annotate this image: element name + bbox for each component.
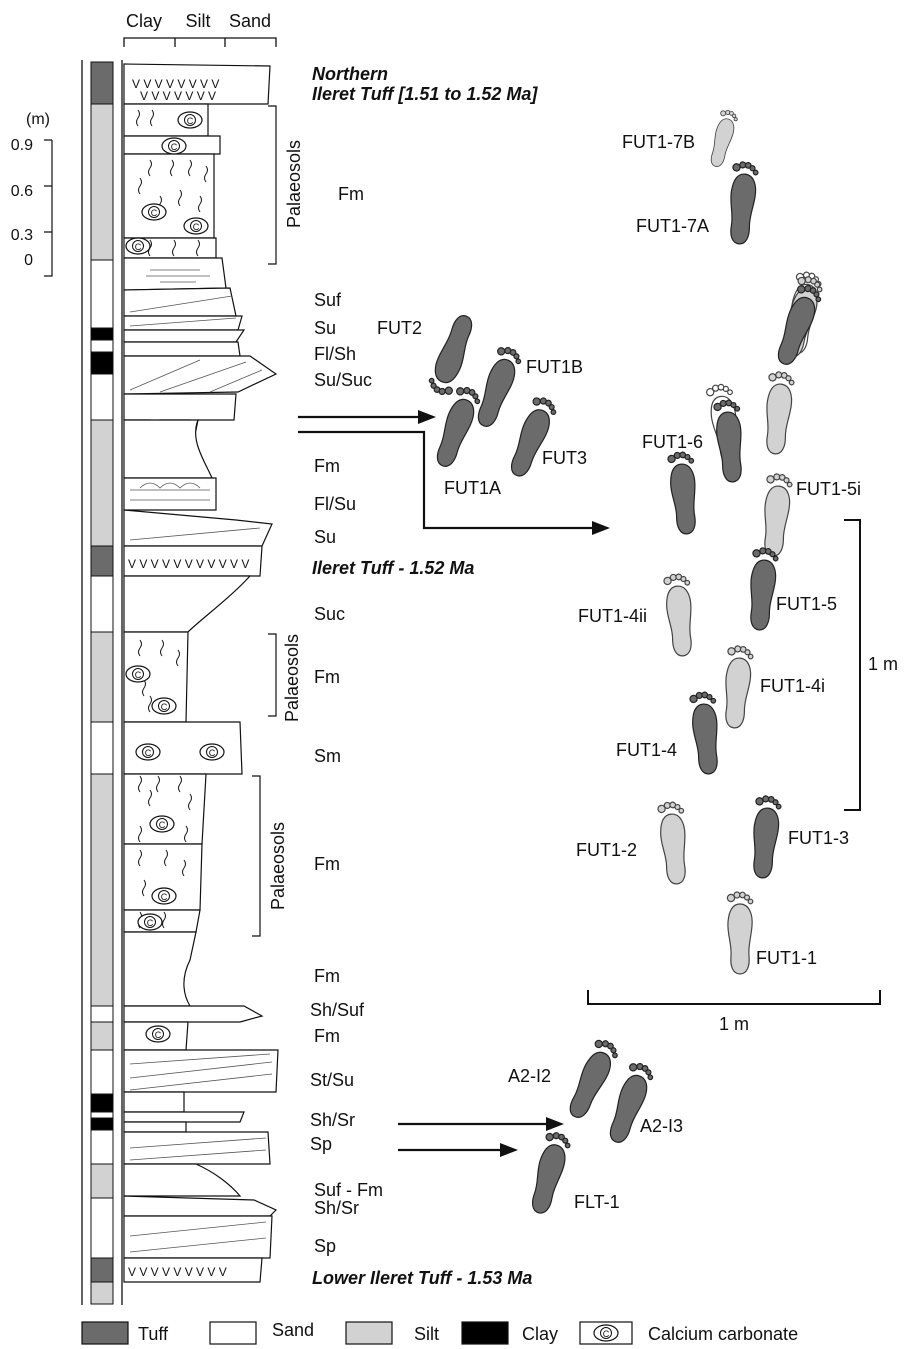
legend-label-clay: Clay [522, 1324, 558, 1344]
grain-size-scale: Clay Silt Sand [124, 11, 276, 47]
legend-label-tuff: Tuff [138, 1324, 169, 1344]
label-fut2: FUT2 [377, 318, 422, 338]
scale-tick-0: 0 [24, 252, 33, 269]
lithology-strip [91, 62, 113, 1304]
label-fut1b: FUT1B [526, 357, 583, 377]
label-a2-i3: A2-I3 [640, 1116, 683, 1136]
scale-tick-06: 0.6 [11, 183, 33, 200]
footprint-fut1-1 [727, 892, 752, 974]
label-fut1-4: FUT1-4 [616, 740, 677, 760]
label-fut1a: FUT1A [444, 478, 501, 498]
label-fut1-1: FUT1-1 [756, 948, 817, 968]
grain-clay-label: Clay [126, 11, 162, 31]
scale-tick-03: 0.3 [11, 227, 33, 244]
svg-text:V V V V V V V V V V V: V V V V V V V V V V V [128, 557, 249, 571]
thickness-scale: (m) 0.9 0.6 0.3 0 [11, 111, 52, 276]
facies-code: Su/Suc [314, 370, 372, 390]
footprint-fut1-3 [749, 795, 781, 879]
legend-swatch-tuff [82, 1322, 128, 1344]
footprint-fut2 [426, 312, 478, 398]
label-fut1-6: FUT1-6 [642, 432, 703, 452]
footprint-fut1-5i [760, 473, 792, 557]
palaeosol-label-1: Palaeosols [284, 140, 304, 228]
grain-sand-label: Sand [229, 11, 271, 31]
legend-swatch-clay [462, 1322, 508, 1344]
footprint-group-lower [527, 1037, 656, 1216]
label-flt-1: FLT-1 [574, 1192, 620, 1212]
legend-label-sand: Sand [272, 1320, 314, 1340]
facies-code: Fm [314, 456, 340, 476]
footprint-flt-1 [527, 1130, 573, 1216]
footprint-fut1a [431, 384, 483, 470]
facies-code: Fm [314, 854, 340, 874]
footprint-fut1-2 [657, 801, 689, 885]
facies-code: Suf - Fm [314, 1180, 383, 1200]
footprint-fut1-5 [746, 547, 778, 631]
facies-code: Fm [314, 1026, 340, 1046]
facies-code: St/Su [310, 1070, 354, 1090]
facies-code: Fm [314, 966, 340, 986]
facies-code: Fm [314, 667, 340, 687]
label-fut1-4ii: FUT1-4ii [578, 606, 647, 626]
label-fut1-5: FUT1-5 [776, 594, 837, 614]
ileret-tuff-title: Ileret Tuff - 1.52 Ma [312, 558, 474, 578]
facies-code: Suf [314, 290, 342, 310]
northern-tuff-title-line1: Northern [312, 64, 388, 84]
scale-bracket-vertical [844, 520, 860, 810]
facies-code: Suc [314, 604, 345, 624]
label-fut3: FUT3 [542, 448, 587, 468]
facies-code: Sh/Sr [314, 1198, 359, 1218]
footprint-fut1-4i [721, 645, 753, 729]
footprint-fut1-6-lower [667, 451, 699, 535]
scale-1m-vertical: 1 m [868, 654, 898, 674]
facies-code: Fl/Sh [314, 344, 356, 364]
svg-text:V V V V V V V: V V V V V V V [140, 89, 216, 103]
legend-swatch-silt [346, 1322, 392, 1344]
legend-label-carbonate: Calcium carbonate [648, 1324, 798, 1344]
label-a2-i2: A2-I2 [508, 1066, 551, 1086]
facies-code: Sh/Suf [310, 1000, 365, 1020]
footprint-fut1-4ii [663, 573, 695, 657]
scale-tick-09: 0.9 [11, 137, 33, 154]
footprint-fut1b [472, 344, 524, 430]
legend-swatch-sand [210, 1322, 256, 1344]
legend-label-silt: Silt [414, 1324, 439, 1344]
facies-code: Sh/Sr [310, 1110, 355, 1130]
footprint-a2-i2 [563, 1037, 621, 1122]
facies-code: Sp [314, 1236, 336, 1256]
scale-unit: (m) [26, 111, 50, 128]
circled-c-icon [594, 1325, 618, 1341]
label-fut1-3: FUT1-3 [788, 828, 849, 848]
footprint-fut1-7b [707, 109, 739, 169]
footprint-fut1-4 [689, 691, 721, 775]
lower-ileret-tuff-title: Lower Ileret Tuff - 1.53 Ma [312, 1268, 532, 1288]
horizon-arrows [298, 417, 592, 1150]
scale-1m-horizontal: 1 m [719, 1014, 749, 1034]
label-fut1-2: FUT1-2 [576, 840, 637, 860]
footprint-upper-light [762, 371, 794, 455]
palaeosol-label-3: Palaeosols [268, 822, 288, 910]
label-fut1-5i: FUT1-5i [796, 479, 861, 499]
facies-code: Fl/Su [314, 494, 356, 514]
legend: Tuff Sand Silt Clay Calcium carbonate [82, 1320, 798, 1344]
footprint-group-upper [426, 312, 559, 480]
facies-code: Su [314, 527, 336, 547]
svg-text:V V V V V V V V V: V V V V V V V V V [128, 1265, 227, 1279]
label-fut1-7a: FUT1-7A [636, 216, 709, 236]
grain-silt-label: Silt [185, 11, 210, 31]
footprint-fut1-7a [726, 161, 758, 245]
facies-code: Sm [314, 746, 341, 766]
facies-code: Su [314, 318, 336, 338]
facies-codes: Fm Suf Su Fl/Sh Su/Suc Fm Fl/Su Su Suc F… [310, 184, 383, 1256]
label-fut1-7b: FUT1-7B [622, 132, 695, 152]
palaeosol-label-2: Palaeosols [282, 634, 302, 722]
label-fut1-4i: FUT1-4i [760, 676, 825, 696]
facies-code: Fm [338, 184, 364, 204]
scale-bar-horizontal [588, 990, 880, 1004]
facies-code: Sp [310, 1134, 332, 1154]
northern-tuff-title-line2: Ileret Tuff [1.51 to 1.52 Ma] [312, 84, 538, 104]
